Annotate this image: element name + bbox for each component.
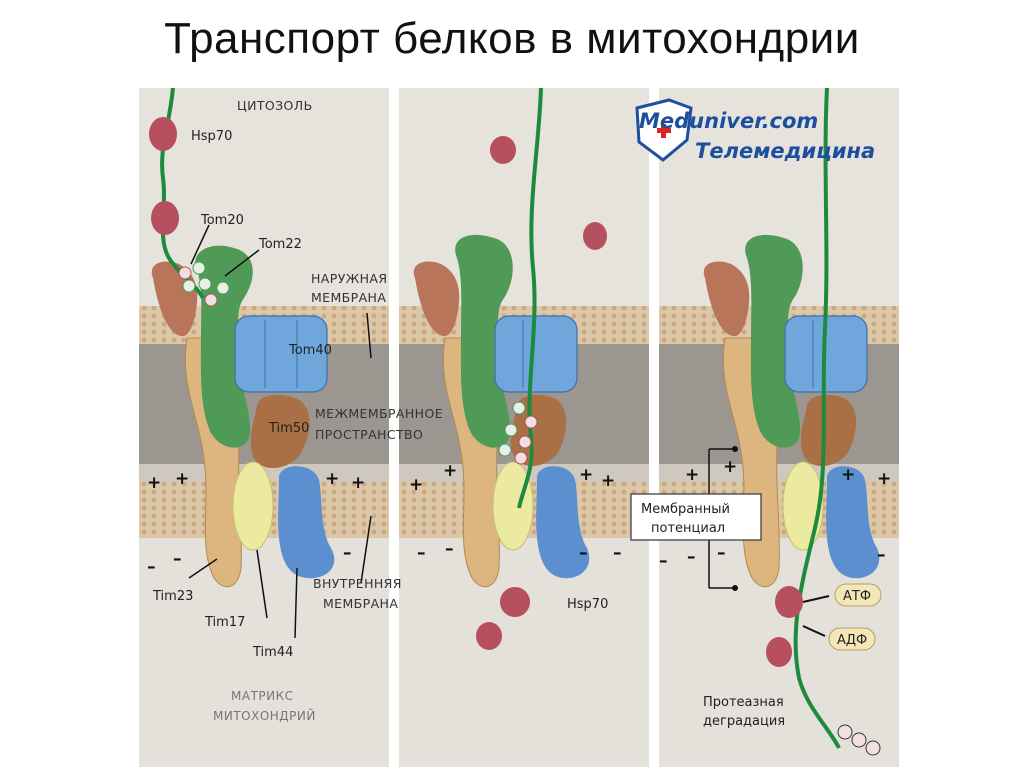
plus-sign: + <box>723 457 737 477</box>
label-inner-membrane-2: МЕМБРАНА <box>323 596 398 611</box>
minus-sign: – <box>417 543 426 563</box>
plus-sign: + <box>147 473 161 493</box>
label-tom40: Tom40 <box>288 343 332 358</box>
watermark-line1: Meduniver.com <box>639 109 818 133</box>
minus-sign: – <box>877 545 886 565</box>
plus-sign: + <box>877 469 891 489</box>
label-tim44: Tim44 <box>252 645 293 660</box>
slide-title: Транспорт белков в митохондрии <box>0 14 1024 64</box>
plus-sign: + <box>841 465 855 485</box>
plus-sign: + <box>601 471 615 491</box>
minus-sign: – <box>173 549 182 569</box>
label-outer-membrane-2: МЕМБРАНА <box>311 290 386 305</box>
minus-sign: – <box>147 557 156 577</box>
label-membrane-potential-2: потенциал <box>651 521 725 536</box>
label-tim23: Tim23 <box>152 589 193 604</box>
label-inner-membrane-1: ВНУТРЕННЯЯ <box>313 576 402 591</box>
label-tom20: Tom20 <box>200 213 244 228</box>
label-adp: АДФ <box>837 633 867 648</box>
plus-sign: + <box>325 469 339 489</box>
label-tom22: Tom22 <box>258 237 302 252</box>
label-outer-membrane-1: НАРУЖНАЯ <box>311 271 387 286</box>
label-tim17: Tim17 <box>204 615 245 630</box>
plus-sign: + <box>443 461 457 481</box>
minus-sign: – <box>659 551 668 571</box>
minus-sign: – <box>687 547 696 567</box>
minus-sign: – <box>343 543 352 563</box>
label-atp: АТФ <box>843 589 871 604</box>
label-matrix-2: МИТОХОНДРИЙ <box>213 708 316 723</box>
label-tim50: Tim50 <box>268 421 309 436</box>
label-intermembrane-1: МЕЖМЕМБРАННОЕ <box>315 406 443 421</box>
minus-sign: – <box>579 543 588 563</box>
plus-sign: + <box>351 473 365 493</box>
label-membrane-potential-1: Мембранный <box>641 502 730 517</box>
plus-sign: + <box>409 475 423 495</box>
watermark-line2: Телемедицина <box>695 139 875 163</box>
label-protease-1: Протеазная <box>703 695 784 710</box>
plus-sign: + <box>175 469 189 489</box>
tim17-complex <box>233 462 273 550</box>
plus-sign: + <box>685 465 699 485</box>
label-hsp70-top: Hsp70 <box>191 129 232 144</box>
label-intermembrane-2: ПРОСТРАНСТВО <box>315 427 423 442</box>
plus-sign: + <box>579 465 593 485</box>
label-hsp70-mid: Hsp70 <box>567 597 608 612</box>
label-cytosol: ЦИТОЗОЛЬ <box>237 98 313 113</box>
protein-import-diagram: Meduniver.com Телемедицина ЦИТОЗОЛЬ Hsp7… <box>139 88 899 767</box>
minus-sign: – <box>445 539 454 559</box>
label-matrix-1: МАТРИКС <box>231 689 294 703</box>
minus-sign: – <box>613 543 622 563</box>
minus-sign: – <box>717 543 726 563</box>
label-protease-2: деградация <box>703 714 785 729</box>
